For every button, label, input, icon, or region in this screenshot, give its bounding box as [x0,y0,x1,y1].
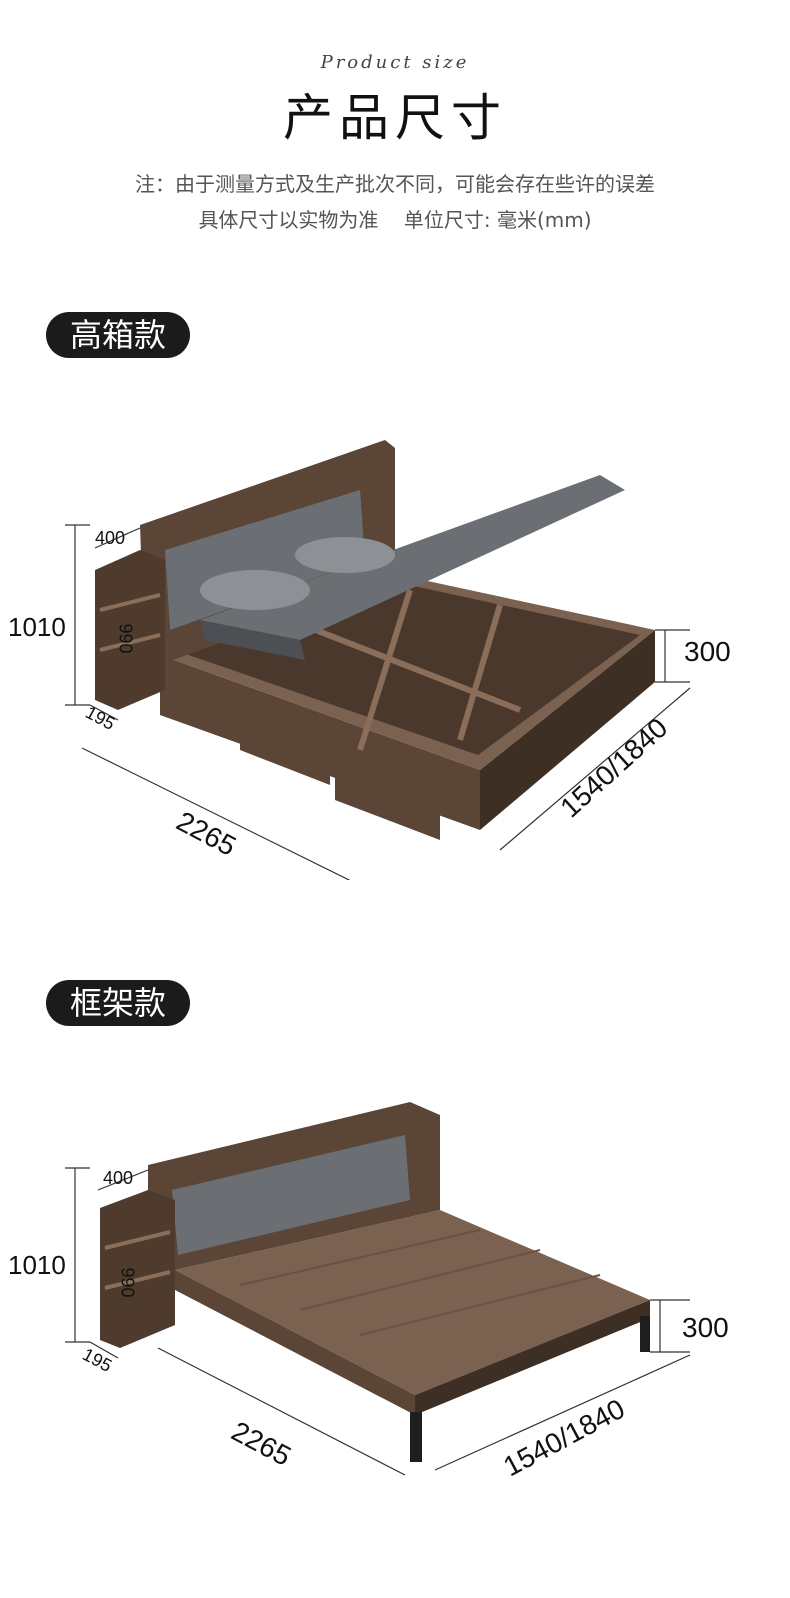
section-label-frame: 框架款 [46,980,191,1026]
note-line-1: 注：由于测量方式及生产批次不同，可能会存在些许的误差 [135,172,655,196]
dim-headboard-depth-2: 400 [103,1168,134,1188]
dim-shelf-height-2: 990 [117,1267,138,1298]
dim-bed-height: 300 [684,636,731,667]
frame-bed-illustration [65,1102,691,1476]
note-line-2: 具体尺寸以实物为准 单位尺寸: 毫米(mm) [198,208,592,232]
dim-height-total: 1010 [8,612,66,642]
dim-bed-height-2: 300 [682,1312,729,1343]
dim-headboard-depth: 400 [95,528,126,548]
dim-shelf-height: 990 [115,623,136,654]
section-label-high-box: 高箱款 [46,312,191,358]
high-box-bed-illustration [65,440,691,880]
script-subtitle: Product size [320,52,470,73]
dim-height-total-2: 1010 [8,1250,66,1280]
page-title: 产品尺寸 [283,89,507,147]
